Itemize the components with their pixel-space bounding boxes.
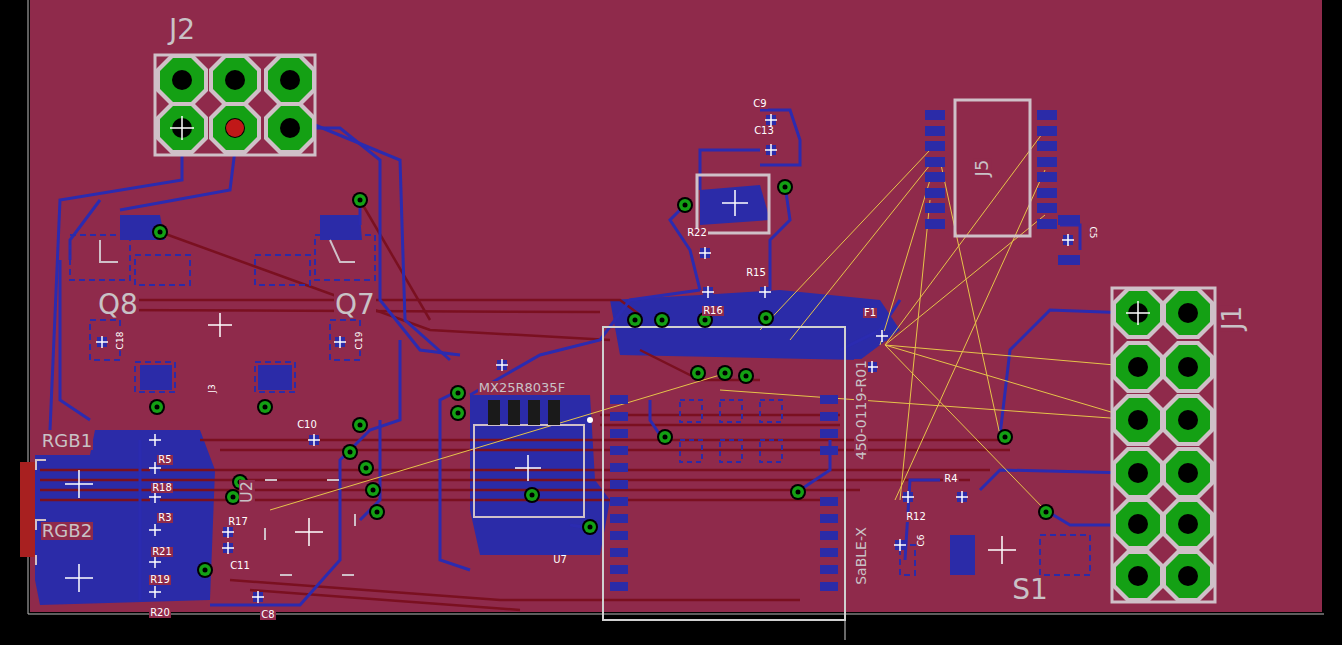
silkscreen-label: R16 — [702, 306, 724, 316]
silkscreen-label: R18 — [151, 483, 173, 493]
silkscreen-label: R21 — [151, 547, 173, 557]
silkscreen-label: R19 — [149, 575, 171, 585]
silkscreen-label: C9 — [752, 99, 767, 109]
silkscreen-label: R5 — [157, 455, 172, 465]
silkscreen-label: R20 — [149, 608, 171, 618]
silkscreen-label: 450-0119-R01 — [854, 359, 868, 461]
silkscreen-label: F1 — [863, 308, 877, 318]
silkscreen-label: R12 — [905, 512, 927, 522]
silkscreen-label: S1 — [1011, 576, 1049, 604]
silkscreen-label: R4 — [943, 474, 958, 484]
silkscreen-label: C13 — [753, 126, 775, 136]
silkscreen-label: C6 — [916, 533, 925, 547]
silkscreen-label: C19 — [356, 330, 365, 350]
silkscreen-label: RGB2 — [41, 522, 93, 540]
silkscreen-label: RGB1 — [41, 432, 93, 450]
silkscreen-label: MX25R8035F — [478, 381, 566, 394]
silkscreen-label: J3 — [207, 383, 216, 393]
silkscreen-label: R15 — [745, 268, 767, 278]
silkscreen-label: C8 — [260, 610, 275, 620]
silkscreen-label: R17 — [227, 517, 249, 527]
silkscreen-label: Q8 — [97, 291, 139, 319]
silkscreen-label: SaBLE-X — [854, 526, 868, 586]
silkscreen-label: R3 — [157, 513, 172, 523]
silkscreen-label: J5 — [973, 159, 991, 178]
silkscreen-label: J2 — [168, 16, 196, 44]
silkscreen-label: Q7 — [334, 291, 376, 319]
silkscreen-label: U7 — [552, 555, 568, 565]
silkscreen-label: C10 — [296, 420, 318, 430]
silkscreen-label: C5 — [1087, 225, 1096, 239]
silkscreen-label: C18 — [117, 330, 126, 350]
silkscreen-label: U2 — [239, 480, 255, 504]
silkscreen-label: R22 — [686, 228, 708, 238]
silkscreen-label: J1 — [1219, 305, 1245, 331]
silkscreen-label: C11 — [229, 561, 251, 571]
